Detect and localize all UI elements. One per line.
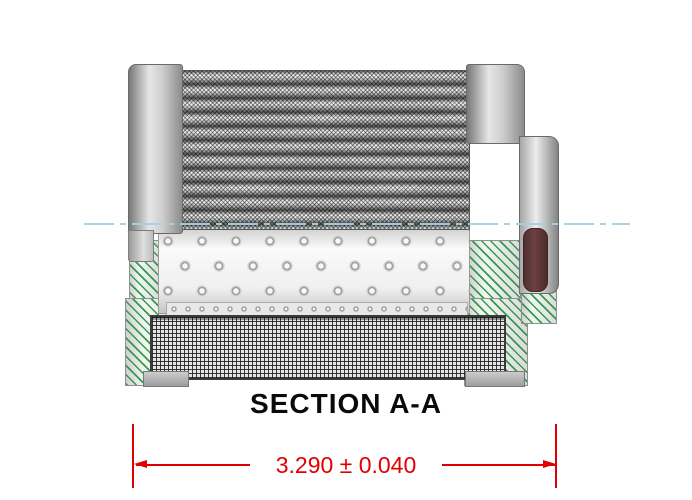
centerline	[84, 223, 630, 225]
dimension-arrow-left	[134, 460, 147, 468]
end-cap-left-step	[128, 230, 154, 262]
filter-media	[176, 70, 470, 230]
dimension-extension-line-left	[132, 424, 134, 488]
dimension-value: 3.290 ± 0.040	[250, 452, 442, 478]
end-cap-left	[128, 64, 183, 234]
base-foot-right	[465, 371, 525, 387]
end-cap-right	[466, 64, 525, 144]
base-foot-left	[143, 371, 189, 387]
perforated-core-tube	[158, 226, 470, 314]
support-mesh-section	[150, 315, 506, 380]
dimension-extension-line-right	[555, 424, 557, 488]
dimension-arrow-right	[543, 460, 556, 468]
o-ring-seal	[523, 228, 548, 292]
section-label: SECTION A-A	[250, 388, 442, 419]
end-cap-section-right-upper	[468, 240, 521, 304]
